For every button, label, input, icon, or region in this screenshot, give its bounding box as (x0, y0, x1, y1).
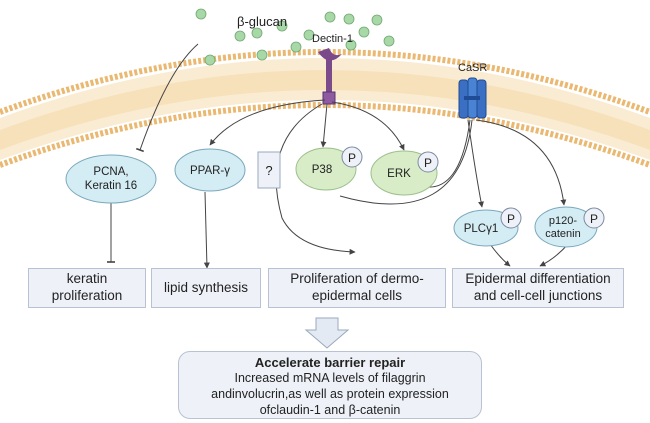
unknown-label: ? (265, 163, 272, 178)
p38-erk-to-casr (339, 119, 473, 205)
p120-label-line1: p120- (549, 215, 577, 227)
beta-glucan-particle (256, 49, 268, 61)
node-p120: p120- catenin P (534, 206, 605, 248)
node-erk: ERK P (370, 150, 439, 196)
p38-phospho-label: P (348, 151, 356, 165)
casr-receptor (458, 77, 487, 119)
beta-glucan-particle (204, 54, 216, 66)
keratin-line2: proliferation (51, 288, 123, 303)
beta-glucan-particle (371, 14, 383, 26)
p38-label: P38 (312, 164, 332, 176)
pcna-label-line1: PCNA, (93, 166, 128, 178)
final-barrier-repair: Accelerate barrier repair Increased mRNA… (178, 351, 482, 419)
beta-glucan-particle (303, 29, 315, 41)
dectin-to-prolif (275, 103, 356, 255)
p120-phospho-label: P (590, 212, 598, 226)
beta-glucan-particle (195, 8, 207, 20)
lipid-line1: lipid synthesis (163, 279, 249, 295)
plc-to-epidermal (489, 243, 511, 267)
dectin-1-receptor (318, 48, 342, 105)
plc-phospho-label: P (507, 212, 515, 226)
p120-label-line2: catenin (545, 228, 580, 240)
epidermal-line1: Epidermal differentiation (465, 271, 611, 287)
ppar-to-lipid (203, 191, 210, 269)
dectin-to-p38 (320, 103, 328, 148)
casr-to-p120 (475, 119, 567, 206)
casr-label: CaSR (458, 62, 487, 74)
beta-glucan-particle (343, 13, 355, 25)
node-p38: P38 P (295, 146, 363, 191)
outcome-keratin-proliferation: keratin proliferation (28, 268, 146, 308)
epidermal-line2: and cell-cell junctions (473, 288, 603, 303)
node-pcna: PCNA, Keratin 16 (65, 154, 157, 204)
beta-glucan-particle (276, 20, 288, 32)
plc-label: PLCγ1 (464, 223, 499, 235)
final-line1: Increased mRNA levels of filaggrin (234, 371, 426, 386)
dectin-to-erk (331, 101, 405, 151)
beta-glucan-particles (195, 8, 395, 66)
outcome-proliferation: Proliferation of dermo- epidermal cells (268, 268, 446, 308)
prolif-line2: epidermal cells (311, 288, 403, 303)
ppar-label: PPAR-γ (190, 165, 230, 177)
beta-glucan-particle (251, 27, 263, 39)
p38-phospho-badge (341, 146, 363, 168)
beta-glucan-particle (324, 11, 336, 23)
final-line2: andinvolucrin,as well as protein express… (211, 386, 449, 401)
node-plc: PLCγ1 P (453, 207, 522, 247)
beta-glucan-particle (234, 30, 246, 42)
beta-glucan-label: β-glucan (237, 14, 287, 29)
erk-label: ERK (387, 168, 411, 180)
prolif-line1: Proliferation of dermo- (290, 271, 424, 287)
down-arrow (304, 317, 350, 349)
erk-phospho-badge (417, 151, 439, 173)
beta-glucan-particle (345, 39, 357, 51)
dectin-1-label: Dectin-1 (312, 33, 353, 45)
node-ppar: PPAR-γ (174, 148, 246, 192)
erk-phospho-label: P (424, 156, 432, 170)
beta-glucan-particle (358, 26, 370, 38)
outcome-lipid-synthesis: lipid synthesis (151, 268, 261, 308)
final-title: Accelerate barrier repair (254, 355, 406, 370)
glucan-inhibits-pcna (135, 43, 199, 153)
p120-phospho-badge (583, 207, 605, 229)
beta-glucan-particle (383, 35, 395, 47)
plc-phospho-badge (500, 207, 522, 229)
membrane-lower-edge (0, 102, 650, 168)
beta-glucan-particle (290, 41, 302, 53)
outcome-epidermal-differentiation: Epidermal differentiation and cell-cell … (452, 268, 624, 308)
pcna-label-line2: Keratin 16 (85, 180, 137, 192)
dectin-to-ppar (209, 99, 326, 146)
final-line3: ofclaudin-1 and β-catenin (259, 402, 401, 417)
keratin-line1: keratin (66, 271, 108, 287)
node-unknown: ? (257, 151, 281, 189)
casr-to-plc (467, 119, 484, 208)
